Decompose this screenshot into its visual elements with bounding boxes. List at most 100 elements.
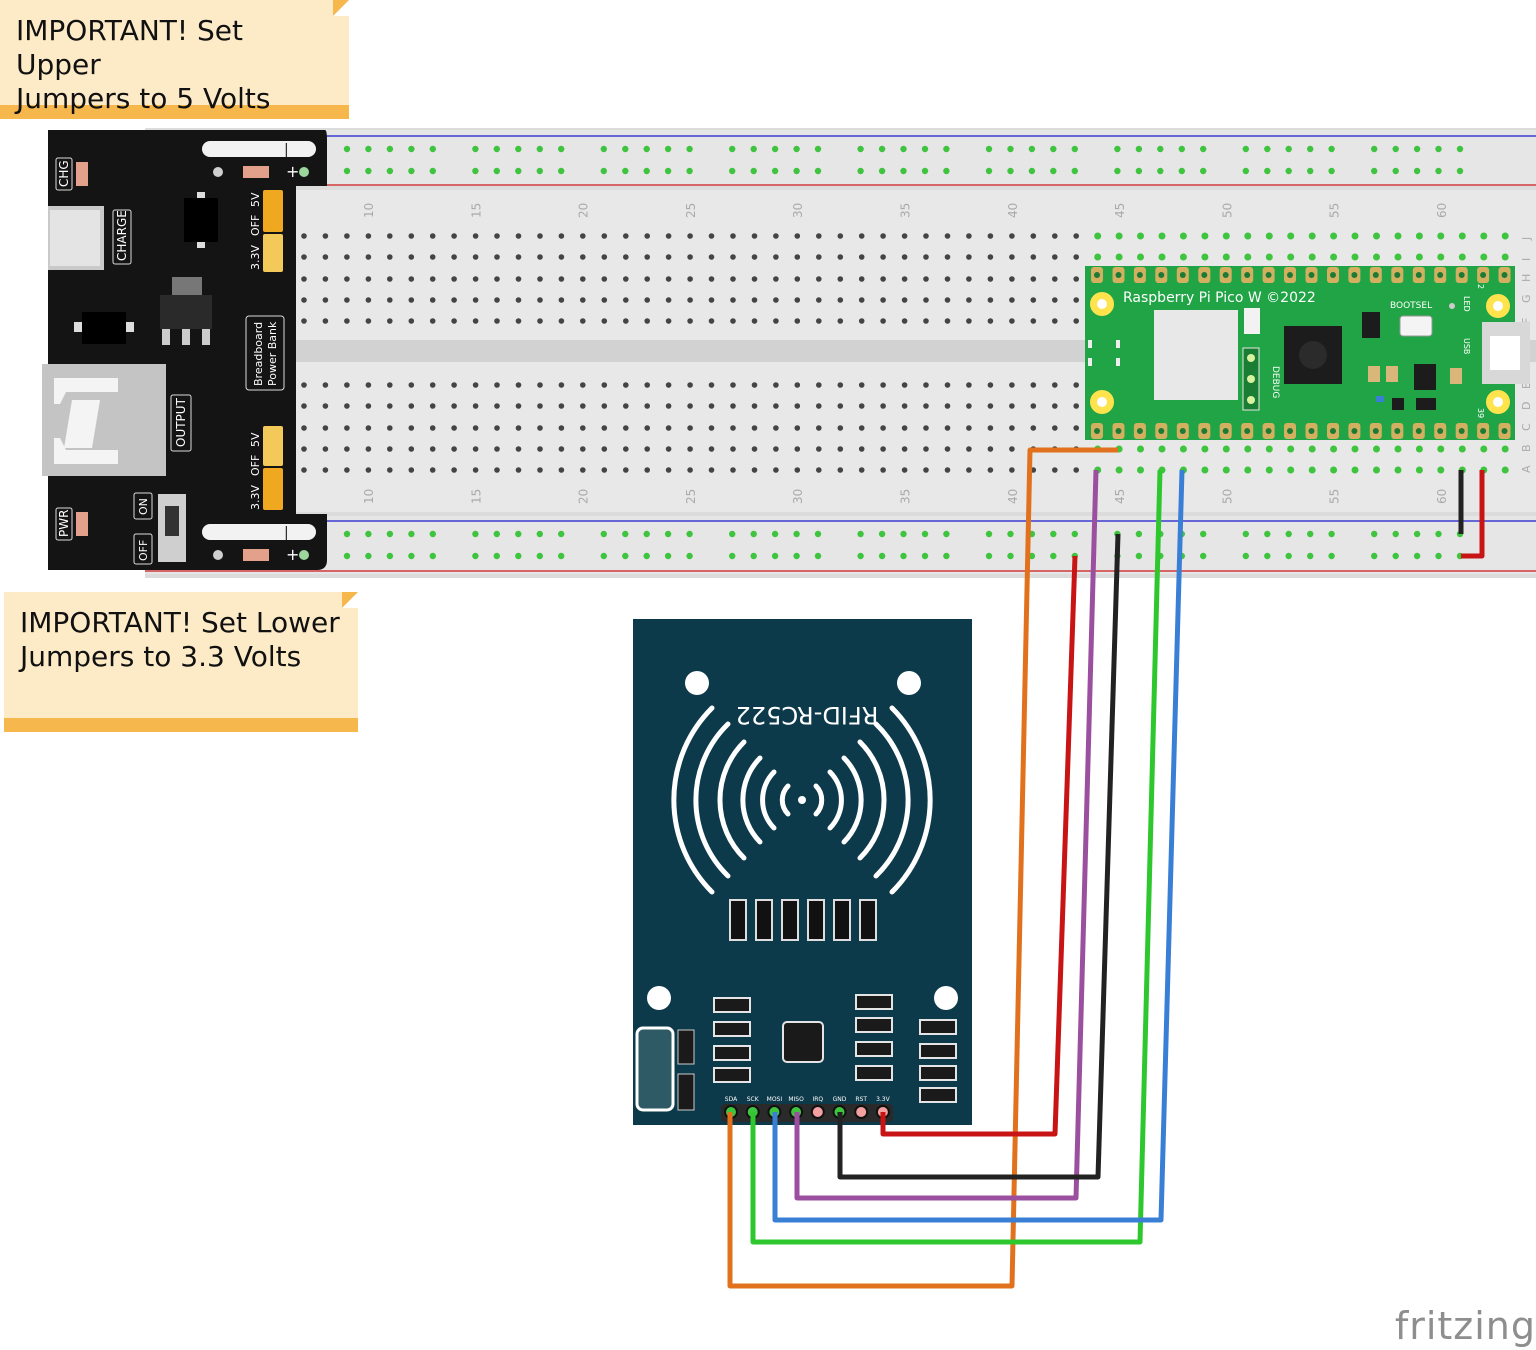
bootsel-button[interactable]: [1399, 315, 1433, 337]
breadboard-hole: [344, 467, 350, 473]
wire-orange-sda[interactable]: [727, 447, 1118, 1289]
breadboard-hole: [601, 446, 608, 452]
breadboard-hole: [1265, 466, 1273, 474]
lower-jumper-33v-label: 3.3V: [249, 485, 262, 510]
rail-hole: [921, 145, 929, 153]
rail-hole: [878, 167, 886, 175]
micro-usb-opening: [1490, 336, 1520, 370]
power-switch-knob[interactable]: [165, 506, 179, 536]
pico-pin-hole: [1351, 272, 1358, 278]
breadboard-hole: [1415, 466, 1423, 474]
breadboard-hole: [880, 446, 886, 452]
breadboard-hole: [794, 446, 801, 452]
breadboard-hole: [558, 233, 565, 239]
breadboard-hole: [730, 467, 736, 473]
rail-hole: [365, 167, 372, 175]
breadboard-hole: [365, 382, 372, 388]
breadboard-hole: [1115, 253, 1123, 261]
breadboard-hole: [708, 233, 715, 239]
breadboard-hole: [880, 254, 886, 260]
top-minus-pin: [213, 167, 223, 177]
upper-jumper-note: IMPORTANT! Set Upper Jumpers to 5 Volts: [0, 0, 349, 119]
breadboard-hole: [923, 425, 929, 431]
breadboard-hole: [451, 297, 457, 303]
pico-pin-hole: [1458, 272, 1465, 278]
lower-jumper-note: IMPORTANT! Set Lower Jumpers to 3.3 Volt…: [4, 592, 358, 732]
breadboard-hole: [751, 382, 758, 388]
wire-black-gnd[interactable]: [837, 533, 1121, 1180]
pico-pin-number-top: 2: [1476, 284, 1485, 289]
rail-hole: [1200, 145, 1207, 153]
rfid-antenna-icon: [671, 705, 933, 895]
rail-hole: [664, 552, 672, 560]
pico-pin-hole: [1244, 428, 1251, 434]
pico-pin-number-bottom: 39: [1476, 408, 1485, 418]
pico-pin-hole: [1458, 428, 1465, 434]
breadboard-hole: [1437, 232, 1445, 240]
rail-hole: [771, 552, 779, 560]
breadboard-hole: [708, 276, 715, 282]
pico-pin-hole: [1265, 428, 1272, 434]
rail-hole: [1242, 145, 1250, 153]
breadboard-hole: [1415, 253, 1423, 261]
breadboard-hole: [751, 403, 758, 409]
breadboard-hole: [601, 403, 608, 409]
wire-green-sck[interactable]: [750, 469, 1163, 1245]
breadboard-hole: [322, 254, 329, 260]
column-label-top: 60: [1435, 203, 1449, 218]
breadboard-hole: [1308, 253, 1316, 261]
rail-hole: [1392, 552, 1399, 560]
breadboard-hole: [665, 254, 672, 260]
rfid-smd-2: [677, 1073, 695, 1111]
breadboard-hole: [623, 297, 629, 303]
top-header-strip: [202, 141, 316, 157]
breadboard-hole: [901, 276, 908, 282]
breadboard-hole: [837, 276, 844, 282]
breadboard-hole: [1501, 466, 1509, 474]
upper-jumper-cap[interactable]: [263, 190, 283, 232]
breadboard-hole: [966, 467, 972, 473]
breadboard-hole: [858, 382, 865, 388]
rail-hole: [814, 530, 822, 538]
breadboard-hole: [344, 233, 350, 239]
pico-flash-chip: [1362, 312, 1380, 338]
rail-hole: [1114, 145, 1121, 153]
breadboard-hole: [837, 254, 844, 260]
breadboard-hole: [601, 297, 608, 303]
breadboard-hole: [1052, 276, 1058, 282]
wire-red-3v3[interactable]: [880, 555, 1078, 1137]
breadboard-hole: [494, 425, 500, 431]
breadboard-hole: [580, 254, 586, 260]
chg-label: CHG: [57, 160, 71, 187]
wire-red-pico-vsys[interactable]: [1461, 470, 1485, 559]
breadboard-hole: [644, 276, 650, 282]
breadboard-hole: [1244, 253, 1252, 261]
breadboard-hole: [794, 318, 801, 324]
rail-hole: [386, 552, 394, 560]
pico-pin-hole: [1222, 428, 1229, 434]
breadboard-hole: [644, 297, 650, 303]
rail-hole: [472, 167, 479, 175]
pico-pin-hole: [1394, 428, 1401, 434]
breadboard-hole: [1030, 382, 1037, 388]
rail-hole: [1285, 530, 1292, 538]
wire-blue-mosi[interactable]: [772, 469, 1185, 1223]
rfid-pin-rst: [854, 1105, 869, 1119]
breadboard-hole: [858, 467, 865, 473]
breadboard-hole: [537, 233, 543, 239]
breadboard-hole: [301, 297, 307, 303]
rail-hole: [1157, 145, 1164, 153]
rail-hole: [1392, 145, 1399, 153]
rail-hole: [1200, 167, 1207, 175]
breadboard-hole: [1030, 276, 1037, 282]
breadboard-hole: [923, 382, 929, 388]
lower-jumper-cap[interactable]: [263, 468, 283, 510]
pico-led-label: LED: [1462, 296, 1471, 312]
breadboard-hole: [987, 318, 994, 324]
breadboard-hole: [1030, 233, 1037, 239]
chip-component: [184, 198, 218, 242]
rail-hole: [1135, 530, 1143, 538]
breadboard-hole: [558, 276, 565, 282]
breadboard-hole: [773, 276, 779, 282]
wire-purple-miso[interactable]: [794, 469, 1099, 1201]
